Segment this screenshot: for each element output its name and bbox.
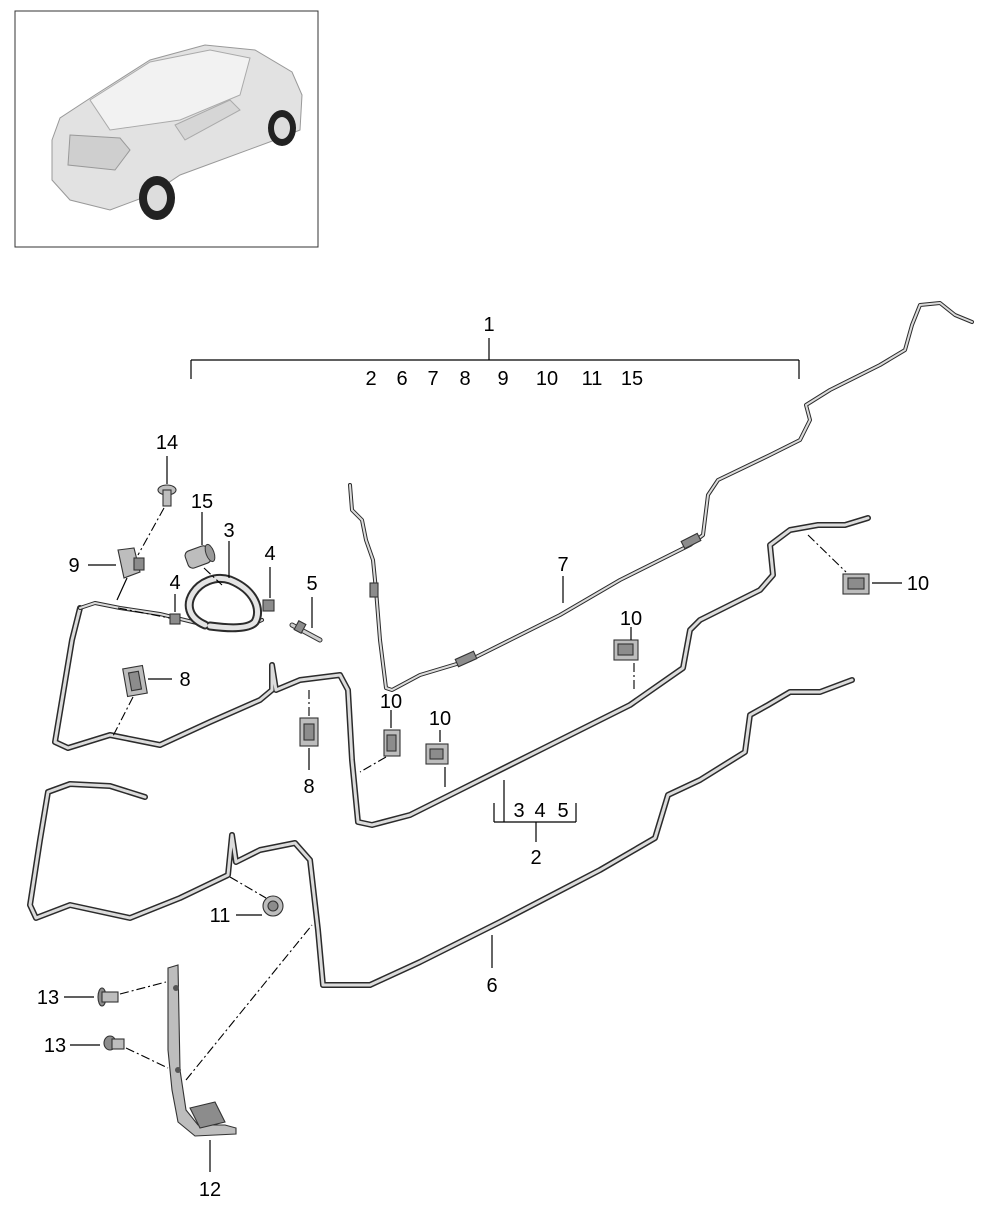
callout-1-list-item: 6 — [396, 368, 407, 390]
dash-13a — [119, 981, 167, 995]
callout-1-list-item: 9 — [497, 368, 508, 390]
vehicle-thumbnail — [14, 10, 319, 248]
callout-2-list-item: 5 — [557, 800, 568, 822]
callout-13-second: 13 — [44, 1035, 66, 1057]
clip-11 — [262, 895, 284, 917]
callout-1: 1 — [483, 314, 494, 336]
callout-6: 6 — [486, 975, 497, 997]
dash-14 — [137, 507, 165, 556]
group-bracket-2 — [493, 780, 577, 842]
dash-10d — [807, 534, 847, 573]
callout-10-fourth: 10 — [907, 573, 929, 595]
fastener-13a — [97, 987, 119, 1007]
callout-2-list-item: 4 — [534, 800, 545, 822]
dash-15 — [203, 567, 223, 586]
bolt-14 — [157, 484, 177, 507]
callout-1-list-item: 10 — [536, 368, 558, 390]
group-bracket-1 — [190, 338, 800, 379]
fitting-5 — [289, 619, 323, 643]
dash-11 — [229, 876, 267, 899]
callout-11: 11 — [210, 905, 231, 927]
callout-10-third: 10 — [620, 608, 642, 630]
callout-2: 2 — [530, 847, 541, 869]
clip-10c — [613, 639, 639, 661]
callout-7: 7 — [557, 554, 568, 576]
brake-line-2 — [52, 515, 871, 828]
callout-1-list-item: 2 — [365, 368, 376, 390]
bracket-12 — [167, 964, 237, 1137]
bracket-9 — [117, 547, 145, 579]
callout-10-first: 10 — [380, 691, 402, 713]
callout-10-second: 10 — [429, 708, 451, 730]
callout-4-second: 4 — [264, 543, 275, 565]
clip-10a — [383, 729, 401, 757]
callout-4-first: 4 — [169, 572, 180, 594]
callout-3: 3 — [223, 520, 234, 542]
callout-9: 9 — [68, 555, 79, 577]
clip-8b — [299, 717, 319, 747]
clip-4a — [169, 613, 181, 625]
callout-1-list-item: 11 — [582, 368, 603, 390]
dash-8a — [111, 696, 134, 739]
callout-15: 15 — [191, 491, 213, 513]
car-illustration — [51, 44, 303, 220]
callout-2-list-item: 3 — [513, 800, 524, 822]
dash-12 — [185, 924, 313, 1081]
brake-line-7 — [348, 301, 974, 692]
clip-10d — [842, 573, 870, 595]
brake-line-6 — [27, 677, 855, 988]
callout-1-list-item: 15 — [621, 368, 643, 390]
callout-5: 5 — [306, 573, 317, 595]
hose-3 — [184, 573, 263, 633]
sleeve-15 — [184, 543, 216, 569]
callout-12: 12 — [199, 1179, 221, 1201]
fastener-13b — [103, 1035, 125, 1051]
dash-13b — [125, 1047, 169, 1069]
clip-10b — [425, 743, 449, 765]
dash-10a — [359, 756, 387, 773]
callout-1-list-item: 7 — [427, 368, 438, 390]
leader-9b — [116, 577, 128, 601]
clip-4b — [262, 599, 275, 612]
callout-8-second: 8 — [303, 776, 314, 798]
callout-13-first: 13 — [37, 987, 59, 1009]
clip-8a — [122, 664, 148, 698]
callout-14: 14 — [156, 432, 178, 454]
callout-1-list-item: 8 — [459, 368, 470, 390]
callout-8-first: 8 — [179, 669, 190, 691]
